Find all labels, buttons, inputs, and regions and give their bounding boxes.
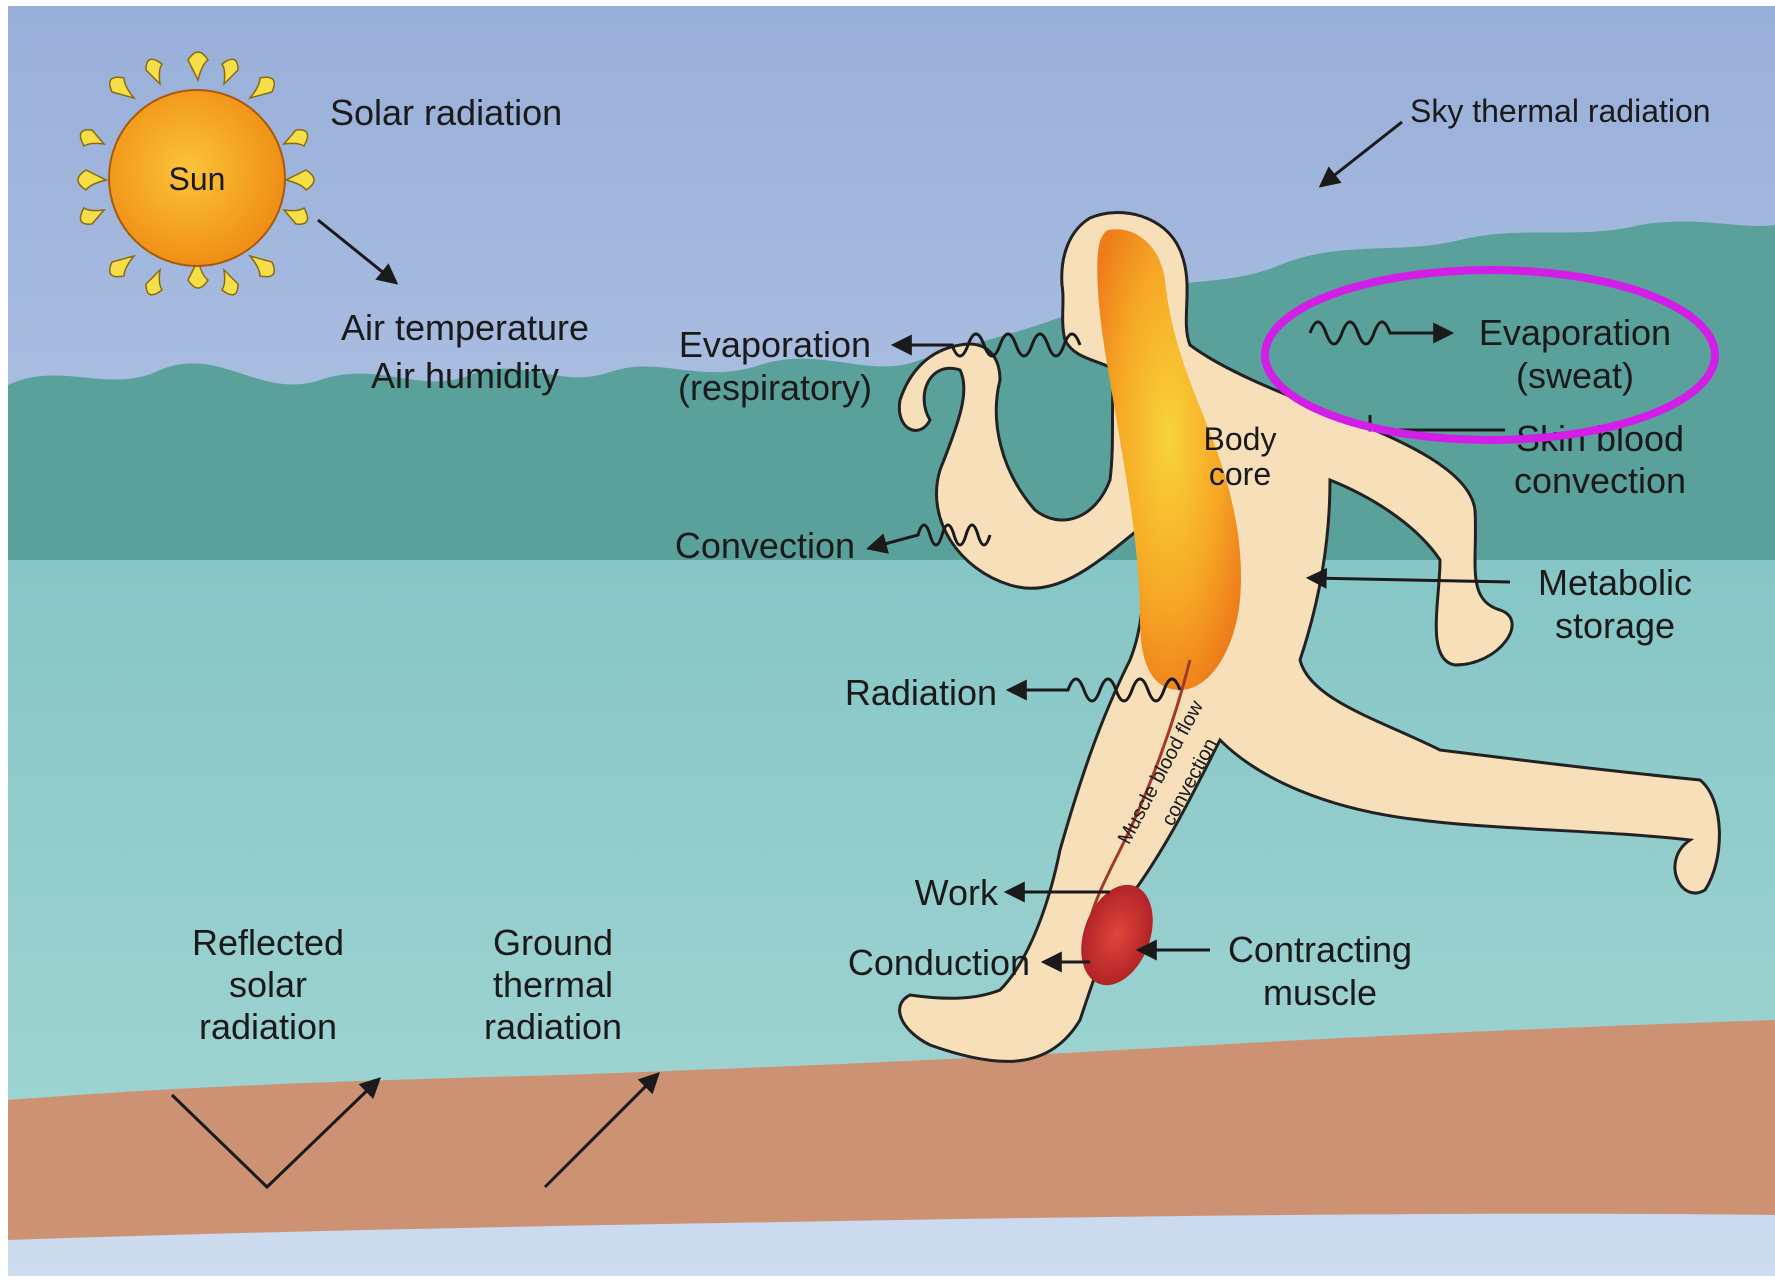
label-reflected-solar: solar <box>229 964 307 1005</box>
label-sky-thermal-radiation: Sky thermal radiation <box>1410 93 1711 129</box>
label-conduction: Conduction <box>848 942 1030 983</box>
label-radiation: Radiation <box>845 672 997 713</box>
label-storage: storage <box>1555 605 1675 646</box>
label-ground-radiation: radiation <box>484 1006 622 1047</box>
label-evaporation-respiratory: Evaporation <box>679 324 871 365</box>
label-sweat: (sweat) <box>1516 355 1634 396</box>
label-air-humidity: Air humidity <box>371 355 559 396</box>
label-respiratory: (respiratory) <box>678 367 872 408</box>
label-reflected-radiation: radiation <box>199 1006 337 1047</box>
label-solar-radiation: Solar radiation <box>330 92 562 133</box>
label-ground: Ground <box>493 922 613 963</box>
label-air-temperature: Air temperature <box>341 307 589 348</box>
label-body: Body <box>1204 421 1277 457</box>
label-core: core <box>1209 456 1271 492</box>
label-contracting: Contracting <box>1228 929 1412 970</box>
label-work: Work <box>915 872 999 913</box>
label-ground-thermal: thermal <box>493 964 613 1005</box>
label-reflected: Reflected <box>192 922 344 963</box>
label-skin-blood-convection: convection <box>1514 460 1686 501</box>
label-evaporation-sweat: Evaporation <box>1479 312 1671 353</box>
label-convection: Convection <box>675 525 855 566</box>
label-metabolic: Metabolic <box>1538 562 1692 603</box>
label-muscle: muscle <box>1263 972 1377 1013</box>
sun-label: Sun <box>169 161 226 197</box>
